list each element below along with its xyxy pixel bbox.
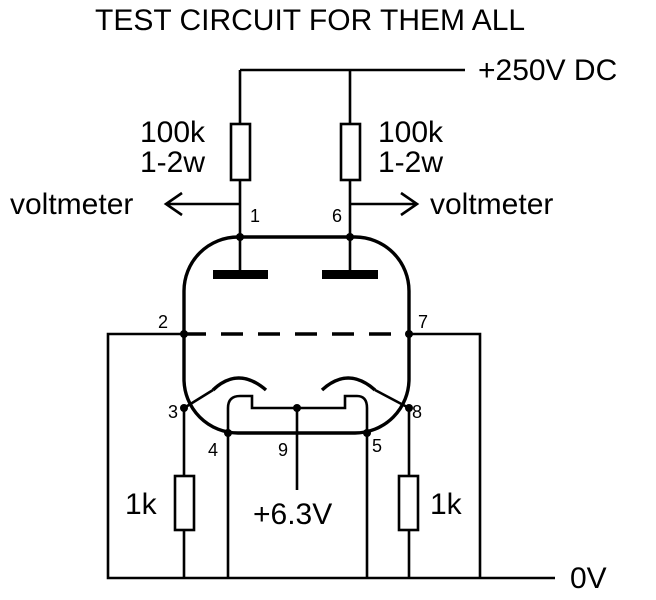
diagram-title: TEST CIRCUIT FOR THEM ALL	[95, 4, 525, 37]
left-grid-to-ground	[106, 332, 555, 580]
right-voltmeter-arrow	[350, 191, 420, 217]
plate-leads	[238, 237, 352, 270]
pin-2-label: 2	[158, 312, 168, 332]
right-plate-resistor	[339, 122, 362, 182]
right-cathode-resistor	[397, 474, 420, 532]
pin-1-label: 1	[250, 206, 260, 226]
left-voltmeter-arrow	[163, 191, 240, 217]
cathode-leads	[183, 388, 410, 410]
left-plate-resistor-rating: 1-2w	[140, 146, 205, 179]
supply-positive-label: +250V DC	[478, 54, 617, 87]
pin-7-label: 7	[418, 312, 428, 332]
left-plate-resistor-value: 100k	[140, 116, 206, 149]
heater-voltage-label: +6.3V	[253, 498, 332, 531]
pin-9-label: 9	[278, 440, 288, 460]
heater-to-ground	[226, 433, 369, 578]
pin-6-label: 6	[332, 206, 342, 226]
right-plate-resistor-value: 100k	[378, 116, 444, 149]
left-cathode-resistor	[173, 474, 196, 532]
left-cathode	[211, 376, 268, 392]
pin-3-label: 3	[168, 402, 178, 422]
right-grid-to-ground	[409, 332, 482, 578]
right-plate	[322, 270, 378, 279]
right-cathode-resistor-value: 1k	[430, 488, 463, 521]
ground-label: 0V	[570, 562, 607, 595]
left-voltmeter-label: voltmeter	[10, 188, 133, 221]
right-plate-resistor-rating: 1-2w	[378, 146, 443, 179]
pin-8-label: 8	[412, 402, 422, 422]
left-plate	[213, 270, 268, 279]
junction-dots	[180, 233, 413, 437]
right-cathode	[320, 376, 377, 392]
pin-5-label: 5	[372, 436, 382, 456]
right-voltmeter-label: voltmeter	[430, 188, 553, 221]
left-plate-resistor	[229, 122, 252, 182]
left-cathode-resistor-value: 1k	[125, 488, 158, 521]
pin-4-label: 4	[208, 440, 218, 460]
